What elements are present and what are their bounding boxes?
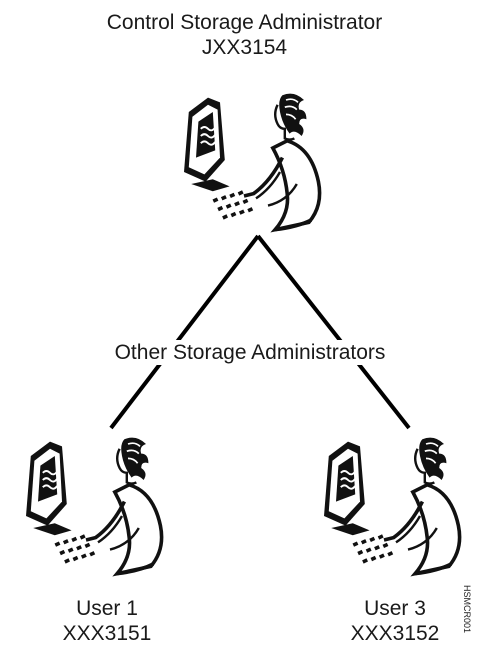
user-3-label: User 3 XXX3152 [330, 596, 460, 646]
user-1-icon [24, 435, 164, 576]
control-admin-icon [182, 91, 322, 232]
user-3-id: XXX3152 [350, 622, 440, 645]
user-3-icon [322, 435, 462, 576]
control-admin-role: Control Storage Administrator [106, 11, 383, 34]
control-admin-label: Control Storage Administrator JXX3154 [0, 10, 489, 60]
other-admins-label: Other Storage Administrators [70, 340, 430, 365]
control-admin-id: JXX3154 [201, 36, 288, 59]
user-3-name: User 3 [364, 597, 426, 620]
connector-left [109, 234, 260, 430]
user-1-name: User 1 [76, 597, 138, 620]
user-1-label: User 1 XXX3151 [42, 596, 172, 646]
user-1-id: XXX3151 [62, 622, 152, 645]
figure-id: HSMCR001 [462, 585, 472, 634]
connector-right [256, 234, 411, 430]
